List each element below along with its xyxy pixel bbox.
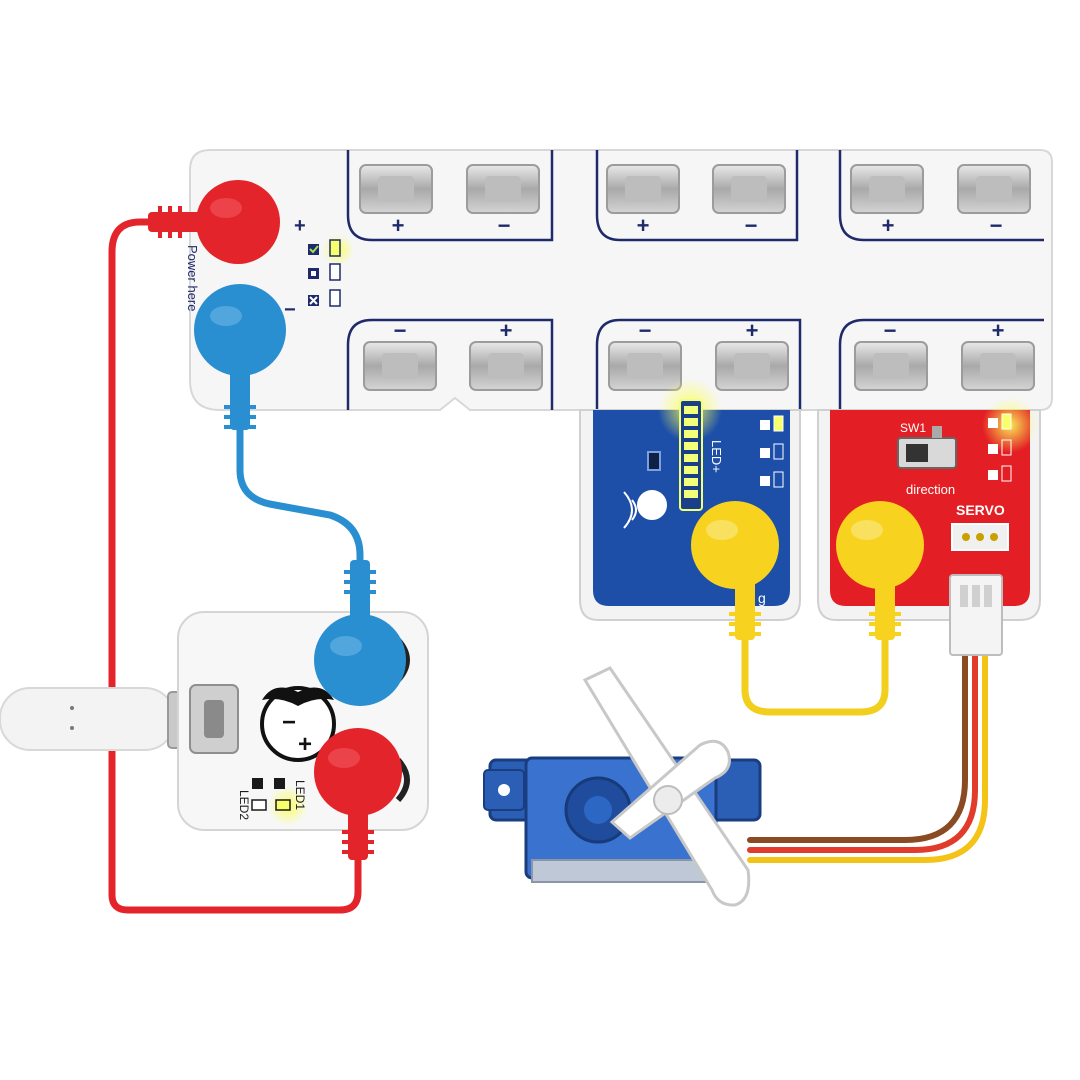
face-minus: − [282, 709, 296, 736]
sw1-label: SW1 [900, 421, 926, 435]
servo-module-legend [988, 413, 1012, 482]
led-module: LED+ g [579, 378, 801, 621]
sound-sensor-icon [623, 451, 667, 529]
power-minus-sign: − [284, 299, 296, 321]
indicator-legend [308, 234, 354, 307]
blue-wire [236, 396, 364, 604]
pad-sign: − [639, 318, 652, 343]
usb-module-legend [251, 778, 291, 811]
yellow-wire [741, 616, 889, 716]
pad-sign: − [394, 318, 407, 343]
yellow-snap-connector-right[interactable] [836, 501, 924, 640]
yellow-snap-connector-left[interactable] [691, 501, 779, 640]
face-plus: + [298, 731, 312, 758]
pad-sign: + [392, 213, 405, 238]
servo-connector[interactable] [949, 523, 1009, 656]
red-wire [108, 218, 362, 914]
pad-sign: + [746, 318, 759, 343]
servo-label: SERVO [956, 502, 1005, 518]
snap-pads [359, 164, 1035, 391]
pad-sign: + [500, 318, 513, 343]
servo-horn [582, 666, 751, 907]
pad-sign: + [992, 318, 1005, 343]
pad-sign: + [882, 213, 895, 238]
direction-switch[interactable] [897, 426, 957, 469]
led-bar [679, 399, 703, 511]
red-snap-connector-top[interactable] [148, 180, 280, 264]
led-corner-mark: g [758, 590, 766, 606]
power-here-label: Power here [185, 245, 200, 311]
led2-label: LED2 [237, 790, 251, 820]
mustache-face-icon: − + [260, 686, 336, 762]
usb-cable [0, 687, 199, 751]
led-module-legend [760, 415, 784, 488]
led1-label: LED1 [293, 780, 307, 810]
pad-sign: − [745, 213, 758, 238]
pad-sign: + [637, 213, 650, 238]
red-snap-connector-bottom[interactable] [314, 728, 402, 860]
led-plus-label: LED+ [709, 440, 724, 473]
blue-snap-connector-bottom[interactable] [314, 560, 406, 706]
pad-sign: − [498, 213, 511, 238]
servo-cable [747, 637, 988, 863]
power-plus-sign: + [294, 215, 306, 237]
direction-label: direction [906, 482, 955, 497]
blue-snap-connector-top[interactable] [194, 284, 286, 430]
pad-sign: − [884, 318, 897, 343]
pad-sign: − [990, 213, 1003, 238]
power-board: + − + − + − − + − + − + + − Power here [185, 149, 1053, 411]
